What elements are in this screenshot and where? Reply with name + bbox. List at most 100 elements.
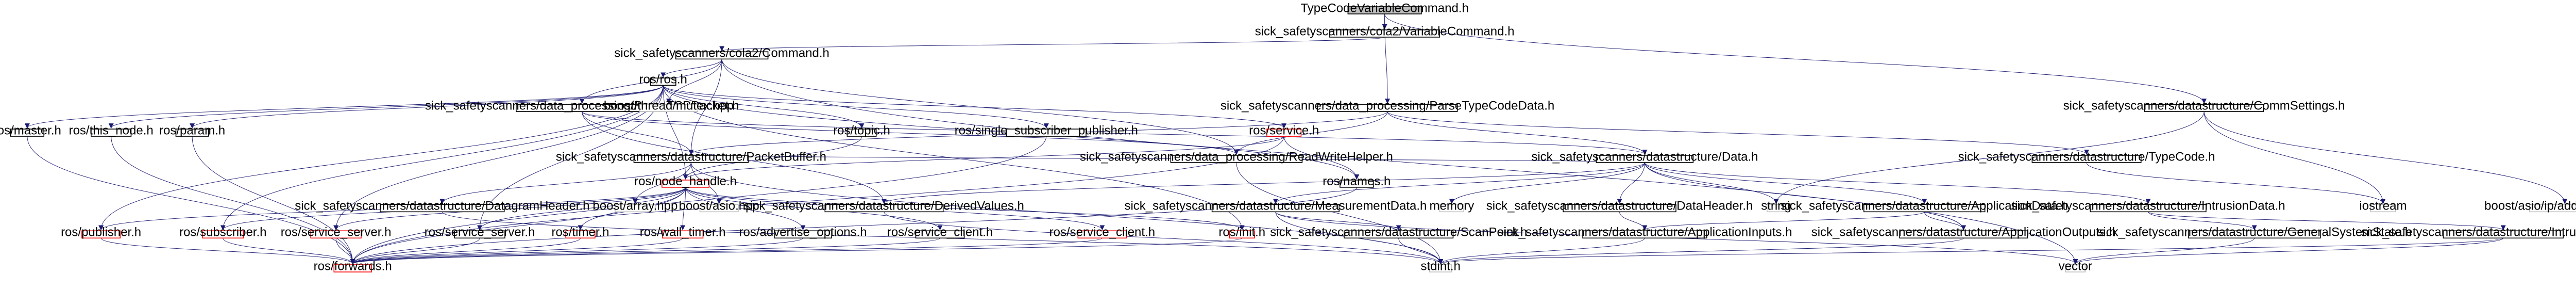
graph-node[interactable]: sick_safetyscanners/datastructure/Applic… — [1497, 226, 1792, 239]
graph-node[interactable]: ros/this_node.h — [69, 123, 154, 137]
node-label: boost/asio/ip/address_v4.hpp — [2484, 199, 2576, 213]
graph-node[interactable]: boost/asio.hpp — [679, 199, 759, 213]
edge-n18-n38 — [685, 187, 806, 231]
graph-node[interactable]: boost/array.hpp — [592, 199, 677, 213]
node-box — [81, 230, 121, 239]
graph-node[interactable]: sick_safetyscanners/data_processing/Read… — [1080, 150, 1393, 164]
graph-node[interactable]: stdint.h — [1420, 259, 1460, 273]
graph-node[interactable]: ros/init.h — [1218, 226, 1265, 239]
graph-node[interactable]: TypeCodeVariableCommand.h — [1300, 1, 1468, 15]
graph-node[interactable]: sick_safetyscanners/datastructure/Datagr… — [295, 199, 589, 213]
node-box — [699, 204, 739, 213]
edge-n3-n34 — [333, 85, 664, 231]
node-label: ros/node_handle.h — [634, 174, 737, 188]
graph-node[interactable]: sick_safetyscanners/datastructure/Intrus… — [2361, 226, 2576, 239]
node-label: stdint.h — [1420, 259, 1460, 273]
node-label: sick_safetyscanners/cola2/VariableComman… — [1255, 24, 1515, 38]
graph-node[interactable]: vector — [2059, 259, 2092, 273]
edge-n18-n39 — [685, 187, 943, 231]
graph-node[interactable]: ros/node_handle.h — [634, 174, 737, 188]
node-label: ros/ros.h — [639, 73, 687, 87]
graph-node[interactable]: ros/ros.h — [639, 73, 687, 87]
edge-n11-n18 — [683, 136, 862, 180]
graph-node[interactable]: sick_safetyscanners/datastructure/Measur… — [1124, 199, 1427, 213]
edge-n1-n2 — [720, 37, 1385, 52]
graph-node[interactable]: iostream — [2359, 199, 2406, 213]
node-label: sick_safetyscanners/data_processing/Read… — [1080, 150, 1393, 164]
graph-node[interactable]: ros/advertise_options.h — [739, 226, 867, 239]
graph-node[interactable]: sick_safetyscanners/datastructure/Applic… — [1811, 226, 2116, 239]
graph-node[interactable]: memory — [1430, 199, 1475, 213]
edge-n10-n47 — [192, 136, 355, 264]
graph-node[interactable]: sick_safetyscanners/datastructure/Applic… — [1781, 199, 2068, 213]
graph-node[interactable]: sick_safetyscanners/datastructure/ScanPo… — [1270, 226, 1527, 239]
edge-n15-n48 — [1236, 162, 1444, 264]
node-label: ros/service.h — [1249, 123, 1319, 137]
edge-n3-n10 — [190, 85, 664, 129]
node-label: ros/publisher.h — [61, 226, 141, 239]
node-box — [662, 180, 710, 188]
graph-node[interactable]: sick_safetyscanners/datastructure/Intrus… — [2011, 199, 2285, 213]
graph-node[interactable]: sick_safetyscanners/datastructure/Genera… — [2097, 226, 2412, 239]
edge-n16-n24 — [1273, 162, 1645, 204]
edge-n18-n34 — [333, 187, 686, 231]
node-box — [1229, 230, 1255, 239]
edge-n3-n32 — [98, 85, 664, 231]
node-box — [1317, 104, 1458, 112]
graph-node[interactable]: sick_safetyscanners/datastructure/Packet… — [556, 150, 826, 164]
graph-node[interactable]: ros/timer.h — [551, 226, 609, 239]
graph-node[interactable]: ros/subscriber.h — [179, 226, 266, 239]
edge-n3-n13 — [663, 85, 1286, 129]
node-label: ros/advertise_options.h — [739, 226, 867, 239]
graph-node[interactable]: sick_safetyscanners/datastructure/Data.h — [1531, 150, 1758, 164]
graph-node[interactable]: sick_safetyscanners/datastructure/CommSe… — [2063, 99, 2345, 113]
edge-n23-n48 — [884, 212, 1443, 264]
graph-node[interactable]: ros/wall_timer.h — [640, 226, 726, 239]
graph-node[interactable]: sick_safetyscanners/cola2/Command.h — [614, 46, 829, 60]
edge-n28-n44 — [1924, 212, 1967, 231]
graph-node[interactable]: boost/asio/ip/address_v4.hpp — [2484, 199, 2576, 213]
graph-node[interactable]: ros/forwards.h — [314, 259, 392, 273]
edge-n3-n9 — [108, 85, 664, 129]
graph-node[interactable]: ros/topic.h — [833, 123, 890, 137]
node-label: sick_safetyscanners/datastructure/Applic… — [1781, 199, 2068, 213]
graph-node[interactable]: ros/publisher.h — [61, 226, 141, 239]
node-box — [1077, 230, 1127, 239]
edge-n29-n46 — [2148, 211, 2506, 231]
edge-n44-n48 — [1438, 237, 1964, 264]
node-box — [1582, 230, 1707, 239]
graph-node[interactable]: ros/names.h — [1323, 174, 1391, 188]
node-label: sick_safetyscanners/datastructure/DataHe… — [1486, 199, 1753, 213]
graph-node[interactable]: ros/service_server.h — [281, 226, 392, 239]
graph-node[interactable]: string — [1761, 199, 1791, 213]
node-label: sick_safetyscanners/datastructure/Applic… — [1811, 226, 2116, 239]
node-box — [1170, 155, 1303, 163]
graph-node[interactable]: sick_safetyscanners/data_processing/Pars… — [1221, 99, 1554, 113]
graph-node[interactable]: sick_safetyscanners/datastructure/Derive… — [744, 199, 1024, 213]
node-label: ros/this_node.h — [69, 123, 154, 137]
graph-node[interactable]: ros/service_server.h — [425, 226, 535, 239]
node-box — [1563, 204, 1676, 213]
node-box — [615, 204, 656, 213]
edge-n2-n14 — [688, 59, 722, 155]
graph-node[interactable]: sick_safetyscanners/datastructure/TypeCo… — [1958, 150, 2215, 164]
graph-node[interactable]: ros/service_client.h — [887, 226, 993, 239]
graph-node[interactable]: sick_safetyscanners/cola2/VariableComman… — [1255, 24, 1515, 38]
node-box — [650, 77, 676, 86]
node-label: ros/names.h — [1323, 174, 1391, 188]
node-box — [1266, 129, 1302, 137]
edge-n28-n43 — [1642, 211, 1925, 231]
edge-n4-n15 — [582, 111, 1239, 155]
graph-node[interactable]: ros/service.h — [1249, 123, 1319, 137]
graph-node[interactable]: boost/thread/mutex.hpp — [604, 99, 734, 113]
edge-n16-n26 — [1617, 162, 1645, 204]
node-label: sick_safetyscanners/datastructure/Genera… — [2097, 226, 2412, 239]
node-label: sick_safetyscanners/datastructure/Packet… — [556, 150, 826, 164]
graph-node[interactable]: sick_safetyscanners/datastructure/DataHe… — [1486, 199, 1753, 213]
edge-n18-n41 — [685, 187, 1245, 231]
graph-node[interactable]: ros/service_client.h — [1049, 226, 1155, 239]
graph-node[interactable]: ros/param.h — [159, 123, 225, 137]
graph-node[interactable]: ros/master.h — [0, 123, 61, 137]
node-label: sick_safetyscanners/datastructure/CommSe… — [2063, 99, 2345, 113]
graph-node[interactable]: ros/single_subscriber_publisher.h — [955, 123, 1138, 137]
